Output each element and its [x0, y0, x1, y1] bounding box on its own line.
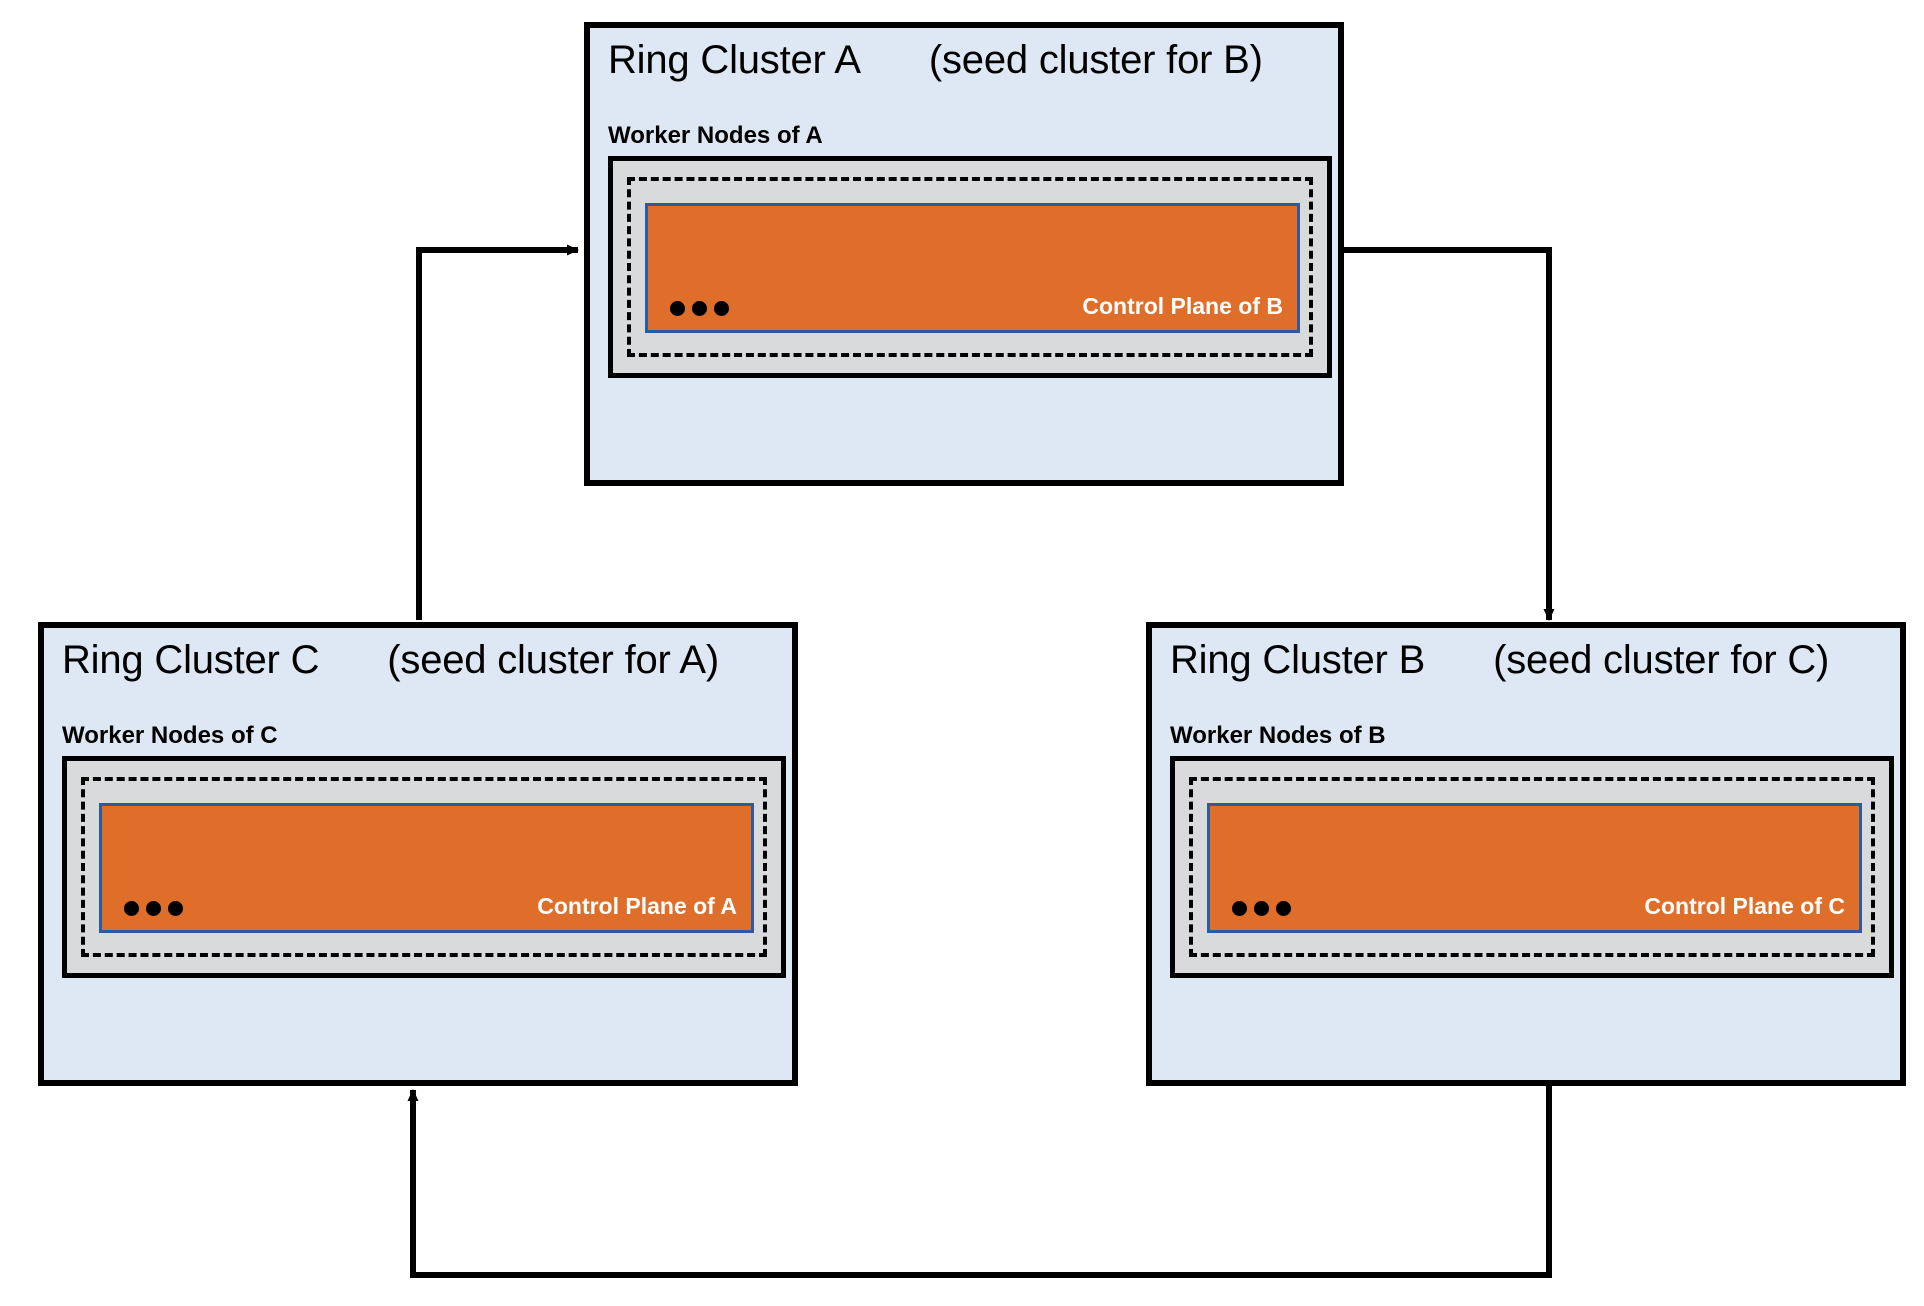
cluster-c-worker-box: Control Plane of A — [62, 756, 786, 978]
cluster-b-control-plane-label: Control Plane of C — [1644, 893, 1845, 919]
cluster-c-worker-nodes-label: Worker Nodes of C — [62, 722, 278, 749]
cluster-b-title: Ring Cluster B (seed cluster for C) — [1170, 638, 1829, 683]
edge-b-to-c — [407, 1086, 1552, 1278]
cluster-c-ellipsis-icon — [124, 901, 183, 916]
cluster-c-control-plane[interactable]: Control Plane of A — [99, 803, 754, 933]
cluster-a-control-plane[interactable]: Control Plane of B — [645, 203, 1300, 333]
cluster-b-seed-label: (seed cluster for C) — [1493, 638, 1830, 682]
cluster-a-control-plane-label: Control Plane of B — [1082, 293, 1283, 319]
ring-cluster-a[interactable]: Ring Cluster A (seed cluster for B) Work… — [584, 22, 1344, 486]
cluster-a-name: Ring Cluster A — [608, 38, 861, 82]
edge-a-to-b — [1343, 247, 1555, 621]
cluster-a-worker-box: Control Plane of B — [608, 156, 1332, 378]
ring-cluster-b[interactable]: Ring Cluster B (seed cluster for C) Work… — [1146, 622, 1906, 1086]
cluster-b-worker-box: Control Plane of C — [1170, 756, 1894, 978]
cluster-a-seed-label: (seed cluster for B) — [928, 38, 1263, 82]
cluster-c-seed-label: (seed cluster for A) — [387, 638, 719, 682]
cluster-c-name: Ring Cluster C — [62, 638, 320, 682]
cluster-b-ellipsis-icon — [1232, 901, 1291, 916]
cluster-c-control-plane-label: Control Plane of A — [537, 893, 737, 919]
cluster-a-worker-nodes-label: Worker Nodes of A — [608, 122, 823, 149]
cluster-a-ellipsis-icon — [670, 301, 729, 316]
cluster-c-title: Ring Cluster C (seed cluster for A) — [62, 638, 719, 683]
cluster-b-control-plane[interactable]: Control Plane of C — [1207, 803, 1862, 933]
cluster-a-worker-dashed-border — [627, 177, 1313, 357]
cluster-b-worker-nodes-label: Worker Nodes of B — [1170, 722, 1386, 749]
cluster-c-worker-dashed-border — [81, 777, 767, 957]
edge-c-to-a — [416, 244, 579, 620]
cluster-b-name: Ring Cluster B — [1170, 638, 1426, 682]
cluster-a-title: Ring Cluster A (seed cluster for B) — [608, 38, 1263, 83]
ring-cluster-c[interactable]: Ring Cluster C (seed cluster for A) Work… — [38, 622, 798, 1086]
cluster-b-worker-dashed-border — [1189, 777, 1875, 957]
